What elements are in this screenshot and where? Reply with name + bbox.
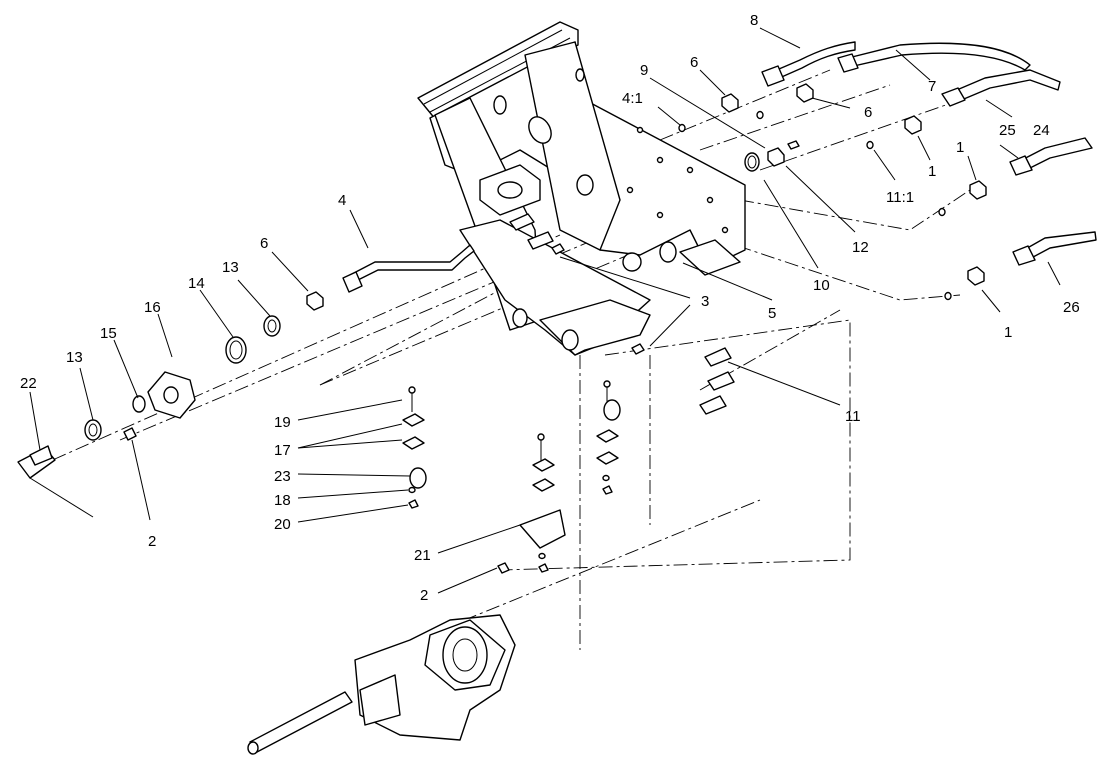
callout-labels: 8 7 6 6 9 4:1 25 24 1 1 11:1 12 10 26 1 … bbox=[20, 12, 1080, 604]
callout-21: 21 bbox=[414, 547, 431, 564]
callout-1-mid: 1 bbox=[956, 139, 964, 156]
callout-23: 23 bbox=[274, 468, 291, 485]
callout-6-top: 6 bbox=[690, 54, 698, 71]
callout-26: 26 bbox=[1063, 299, 1080, 316]
upper-hardware bbox=[551, 83, 987, 355]
callout-16: 16 bbox=[144, 299, 161, 316]
callout-22: 22 bbox=[20, 375, 37, 392]
callout-19: 19 bbox=[274, 414, 291, 431]
callout-10: 10 bbox=[813, 277, 830, 294]
callout-8: 8 bbox=[750, 12, 758, 29]
callout-4: 4 bbox=[338, 192, 346, 209]
bracket-hardware bbox=[402, 380, 621, 574]
callout-7: 7 bbox=[928, 78, 936, 95]
callout-1-lower: 1 bbox=[1004, 324, 1012, 341]
adapter-fittings bbox=[699, 347, 735, 415]
callout-1-upper: 1 bbox=[928, 163, 936, 180]
callout-13-upper: 13 bbox=[222, 259, 239, 276]
alignment-lines bbox=[29, 69, 971, 650]
callout-12: 12 bbox=[852, 239, 869, 256]
callout-4-1: 4:1 bbox=[622, 90, 643, 107]
callout-6-left: 6 bbox=[260, 235, 268, 252]
callout-25: 25 bbox=[999, 122, 1016, 139]
callout-5: 5 bbox=[768, 305, 776, 322]
left-tube-assembly bbox=[17, 244, 475, 479]
callout-9: 9 bbox=[640, 62, 648, 79]
callout-18: 18 bbox=[274, 492, 291, 509]
callout-3: 3 bbox=[701, 293, 709, 310]
callout-20: 20 bbox=[274, 516, 291, 533]
callout-2-center: 2 bbox=[420, 587, 428, 604]
main-frame bbox=[417, 21, 746, 356]
callout-2-left: 2 bbox=[148, 533, 156, 550]
hydraulic-motor bbox=[247, 614, 516, 755]
callout-24-label: 24 bbox=[1033, 122, 1050, 139]
callout-11-1: 11:1 bbox=[886, 189, 914, 206]
callout-11: 11 bbox=[845, 408, 861, 425]
leader-lines bbox=[29, 27, 1061, 594]
callout-14: 14 bbox=[188, 275, 205, 292]
callout-15: 15 bbox=[100, 325, 117, 342]
callout-6-right: 6 bbox=[864, 104, 872, 121]
callout-17: 17 bbox=[274, 442, 291, 459]
upper-hose-assemblies bbox=[761, 41, 1097, 266]
callout-13-lower: 13 bbox=[66, 349, 83, 366]
